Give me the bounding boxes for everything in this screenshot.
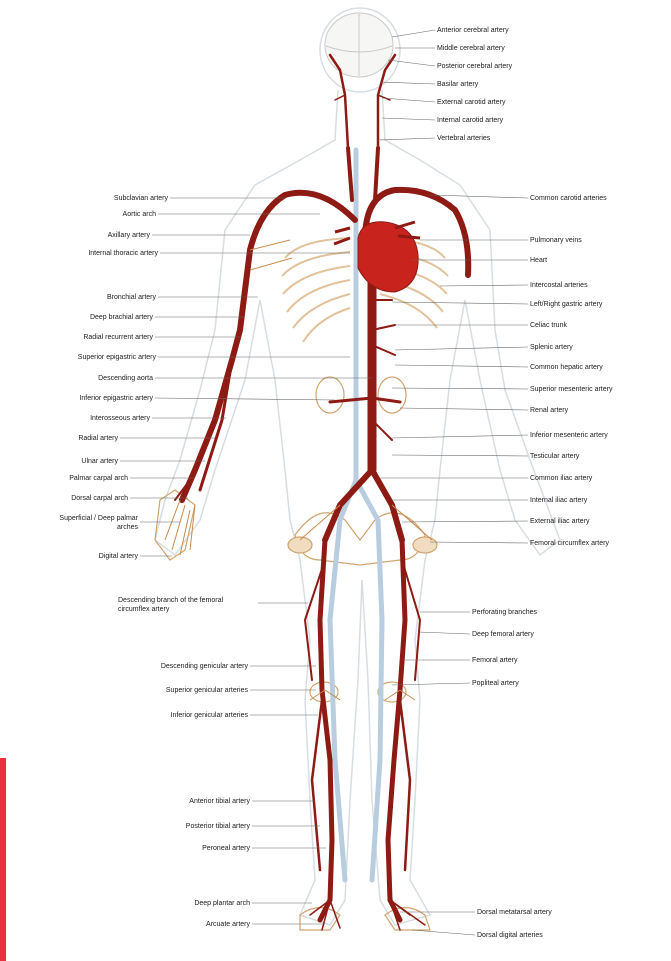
label-superior-genicular-arteries: Superior genicular arteries xyxy=(166,686,248,695)
label-splenic-artery: Splenic artery xyxy=(530,343,573,352)
label-internal-carotid-artery: Internal carotid artery xyxy=(437,116,503,125)
label-internal-thoracic-artery: Internal thoracic artery xyxy=(88,249,158,258)
label-intercostal-arteries: Intercostal arteries xyxy=(530,281,588,290)
label-interosseous-artery: Interosseous artery xyxy=(90,414,150,423)
label-dorsal-metatarsal-artery: Dorsal metatarsal artery xyxy=(477,908,552,917)
label-deep-femoral-artery: Deep femoral artery xyxy=(472,630,534,639)
label-arcuate-artery: Arcuate artery xyxy=(206,920,250,929)
label-dorsal-carpal-arch: Dorsal carpal arch xyxy=(71,494,128,503)
label-external-iliac-artery: External iliac artery xyxy=(530,517,590,526)
label-internal-iliac-artery: Internal iliac artery xyxy=(530,496,587,505)
label-palmar-arches: Superficial / Deep palmar arches xyxy=(38,514,138,532)
label-superior-epigastric-artery: Superior epigastric artery xyxy=(78,353,156,362)
label-inferior-epigastric-artery: Inferior epigastric artery xyxy=(79,394,153,403)
label-deep-plantar-arch: Deep plantar arch xyxy=(194,899,250,908)
label-femoral-circumflex-artery: Femoral circumflex artery xyxy=(530,539,609,548)
label-radial-recurrent-artery: Radial recurrent artery xyxy=(83,333,153,342)
label-anterior-cerebral-artery: Anterior cerebral artery xyxy=(437,26,509,35)
label-celiac-trunk: Celiac trunk xyxy=(530,321,567,330)
label-digital-artery: Digital artery xyxy=(99,552,138,561)
label-gastric-artery: Left/Right gastric artery xyxy=(530,300,602,309)
label-radial-artery: Radial artery xyxy=(78,434,118,443)
label-descending-branch-femoral-circumflex: Descending branch of the femoral circumf… xyxy=(118,596,256,614)
label-renal-artery: Renal artery xyxy=(530,406,568,415)
label-pulmonary-veins: Pulmonary veins xyxy=(530,236,582,245)
label-aortic-arch: Aortic arch xyxy=(123,210,156,219)
label-inferior-genicular-arteries: Inferior genicular arteries xyxy=(171,711,248,720)
label-testicular-artery: Testicular artery xyxy=(530,452,579,461)
label-common-iliac-artery: Common iliac artery xyxy=(530,474,592,483)
label-peroneal-artery: Peroneal artery xyxy=(202,844,250,853)
label-descending-aorta: Descending aorta xyxy=(98,374,153,383)
label-inferior-mesenteric-artery: Inferior mesenteric artery xyxy=(530,431,608,440)
label-bronchial-artery: Bronchial artery xyxy=(107,293,156,302)
label-common-hepatic-artery: Common hepatic artery xyxy=(530,363,603,372)
label-external-carotid-artery: External carotid artery xyxy=(437,98,505,107)
label-deep-brachial-artery: Deep brachial artery xyxy=(90,313,153,322)
label-posterior-cerebral-artery: Posterior cerebral artery xyxy=(437,62,512,71)
label-femoral-artery: Femoral artery xyxy=(472,656,518,665)
label-axillary-artery: Axillary artery xyxy=(108,231,150,240)
label-subclavian-artery: Subclavian artery xyxy=(114,194,168,203)
label-perforating-branches: Perforating branches xyxy=(472,608,537,617)
leader-lines xyxy=(120,30,528,935)
label-dorsal-digital-arteries: Dorsal digital arteries xyxy=(477,931,543,940)
label-palmar-carpal-arch: Palmar carpal arch xyxy=(69,474,128,483)
label-anterior-tibial-artery: Anterior tibial artery xyxy=(189,797,250,806)
label-heart: Heart xyxy=(530,256,547,265)
label-descending-genicular-artery: Descending genicular artery xyxy=(161,662,248,671)
label-posterior-tibial-artery: Posterior tibial artery xyxy=(186,822,250,831)
label-middle-cerebral-artery: Middle cerebral artery xyxy=(437,44,505,53)
label-popliteal-artery: Popliteal artery xyxy=(472,679,519,688)
label-ulnar-artery: Ulnar artery xyxy=(81,457,118,466)
red-edge-bar xyxy=(0,758,6,961)
skull xyxy=(325,13,393,77)
label-common-carotid-arteries: Common carotid arteries xyxy=(530,194,607,203)
label-basilar-artery: Basilar artery xyxy=(437,80,478,89)
label-superior-mesenteric-artery: Superior mesenteric artery xyxy=(530,385,612,394)
label-vertebral-arteries: Vertebral arteries xyxy=(437,134,490,143)
